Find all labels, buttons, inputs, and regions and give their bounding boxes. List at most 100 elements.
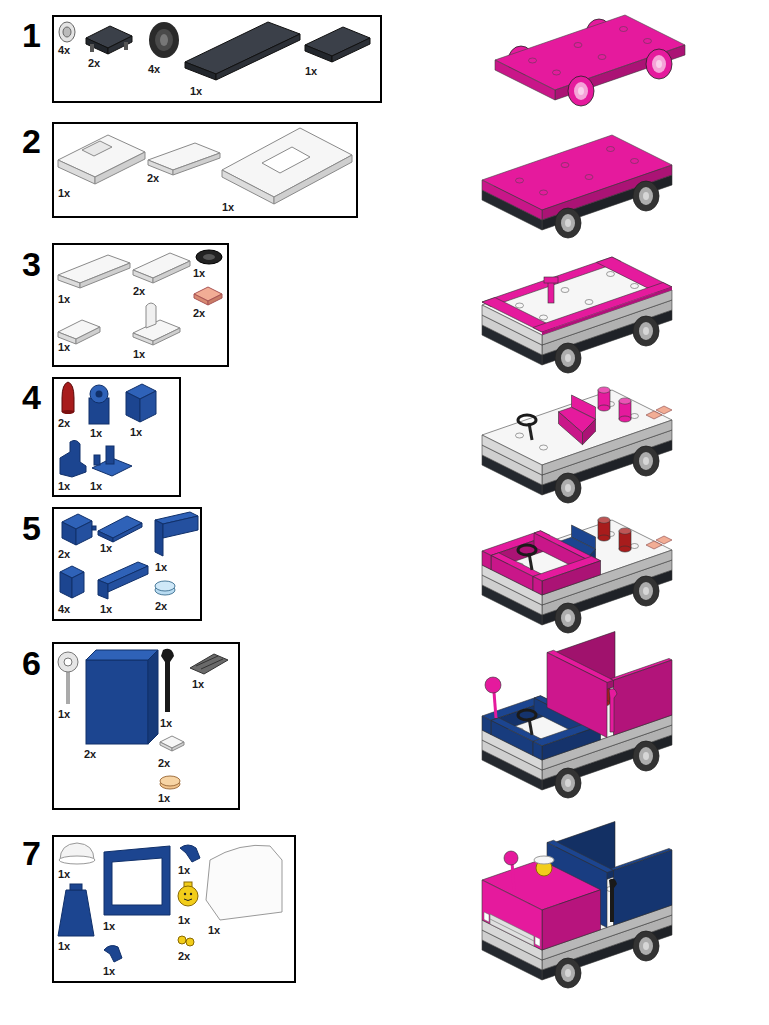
illustration-shape [124, 42, 128, 50]
illustration-shape [555, 741, 659, 798]
illustration-shape [646, 536, 672, 549]
illustration-shape [178, 936, 186, 944]
illustration-shape [305, 45, 332, 62]
illustration-shape [92, 526, 96, 530]
illustration-shape [58, 160, 95, 184]
illustration-shape [547, 632, 672, 738]
illustration-shape [155, 581, 175, 591]
quantity-label: 2x [147, 171, 159, 185]
illustration-shape [332, 38, 370, 62]
illustration-shape [160, 34, 168, 46]
quantity-label: 2x [58, 547, 70, 561]
parts-box: 21x2x1x [52, 122, 358, 218]
quantity-label: 1x [190, 84, 202, 98]
illustration-shape [555, 316, 659, 373]
illustration-shape [504, 851, 518, 865]
parts-box: 14x2x4x1x1x [52, 15, 382, 103]
illustration-shape [60, 572, 72, 598]
illustration-shape [133, 333, 153, 345]
illustration-shape [598, 387, 631, 422]
quantity-label: 4x [58, 43, 70, 57]
parts-step-3 [58, 250, 222, 345]
quantity-label: 1x [178, 913, 190, 927]
parts-step-6 [58, 649, 228, 789]
illustration-shape [518, 710, 536, 735]
illustration-shape [64, 658, 72, 666]
illustration-shape [542, 890, 601, 950]
illustration-shape [95, 152, 145, 184]
illustration-shape [161, 649, 174, 712]
illustration-shape [66, 672, 70, 704]
illustration-shape [518, 415, 536, 440]
illustration-shape [185, 62, 216, 80]
quantity-label: 1x [58, 292, 70, 306]
step-number: 5 [22, 509, 41, 547]
truck-stage-5 [482, 517, 672, 633]
illustration-shape [222, 170, 274, 204]
parts-box: 52x1x1x4x1x2x [52, 507, 202, 621]
illustration-shape [535, 937, 540, 947]
illustration-shape [113, 523, 142, 542]
quantity-label: 2x [178, 949, 190, 963]
illustration-shape [173, 153, 220, 175]
illustration-shape [160, 776, 180, 786]
illustration-shape [518, 545, 536, 570]
quantity-label: 1x [58, 867, 70, 881]
illustration-shape [568, 49, 672, 106]
illustration-shape [108, 566, 148, 592]
quantity-label: 1x [90, 479, 102, 493]
illustration-shape [98, 580, 108, 599]
quantity-label: 1x [193, 266, 205, 280]
parts-box: 71x1x1x1x1x2x1x1x [52, 835, 296, 983]
illustration-shape [542, 890, 601, 950]
quantity-label: 2x [88, 56, 100, 70]
illustration-shape [216, 34, 300, 80]
quantity-label: 1x [160, 716, 172, 730]
illustration-shape [160, 742, 172, 751]
quantity-label: 2x [133, 284, 145, 298]
illustration-shape [544, 277, 558, 283]
truck-stage-6 [482, 632, 672, 799]
illustration-shape [190, 654, 228, 674]
quantity-label: 1x [100, 602, 112, 616]
illustration-shape [548, 281, 554, 303]
truck-stage-7 [482, 822, 672, 989]
quantity-label: 1x [90, 426, 102, 440]
quantity-label: 2x [193, 306, 205, 320]
illustration-shape [90, 44, 94, 52]
quantity-label: 1x [158, 791, 170, 805]
illustration-shape [80, 263, 130, 288]
illustration-shape [140, 391, 156, 422]
quantity-label: 1x [58, 479, 70, 493]
illustration-shape [108, 36, 132, 54]
illustration-shape [490, 914, 534, 946]
illustration-shape [201, 659, 223, 669]
illustration-shape [184, 893, 186, 895]
parts-step-2 [58, 128, 352, 204]
illustration-shape [149, 22, 179, 58]
truck-stage-1 [495, 15, 685, 106]
illustration-shape [155, 29, 173, 51]
illustration-shape [96, 391, 103, 398]
quantity-label: 1x [133, 347, 145, 361]
truck-stage-4 [482, 387, 672, 503]
illustration-shape [555, 576, 659, 633]
parts-step-1 [59, 22, 370, 80]
quantity-label: 1x [155, 560, 167, 574]
illustration-shape [59, 22, 75, 42]
illustration-shape [482, 880, 542, 950]
illustration-shape [180, 845, 200, 862]
parts-box: 61x2x1x1x2x1x [52, 642, 240, 810]
illustration-shape [163, 516, 198, 538]
quantity-label: 2x [158, 756, 170, 770]
illustration-shape [262, 147, 310, 173]
parts-step-7 [58, 843, 282, 962]
illustration-shape [62, 522, 76, 545]
quantity-label: 1x [58, 939, 70, 953]
illustration-shape [609, 689, 617, 732]
illustration-shape [86, 650, 158, 660]
quantity-label: 1x [178, 863, 190, 877]
illustration-shape [555, 181, 659, 238]
illustration-shape [208, 294, 222, 305]
